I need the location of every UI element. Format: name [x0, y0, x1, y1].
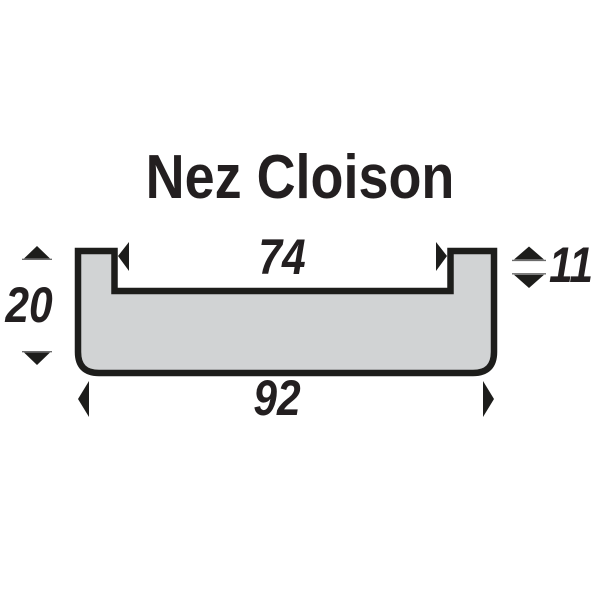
dim-label-overall-height: 20 — [5, 277, 53, 333]
dim-label-overall-width: 92 — [253, 370, 301, 426]
dim-20-down-arrowhead-icon — [24, 352, 50, 365]
dim-11-up-arrowhead-icon — [514, 246, 544, 260]
dim-92-left-arrowhead-icon — [78, 381, 89, 417]
profile-cross-section — [74, 247, 498, 377]
dim-11-down-arrowhead-icon — [514, 274, 544, 288]
diagram-title: Nez Cloison — [145, 143, 455, 212]
dim-74-left-arrowhead-icon — [118, 242, 129, 271]
dim-label-inner-top-width: 74 — [258, 229, 306, 285]
dim-20-up-arrowhead-icon — [24, 246, 50, 259]
dim-label-lip-height: 11 — [548, 237, 594, 293]
dim-92-right-arrowhead-icon — [483, 381, 494, 417]
dim-74-right-arrowhead-icon — [436, 242, 447, 271]
